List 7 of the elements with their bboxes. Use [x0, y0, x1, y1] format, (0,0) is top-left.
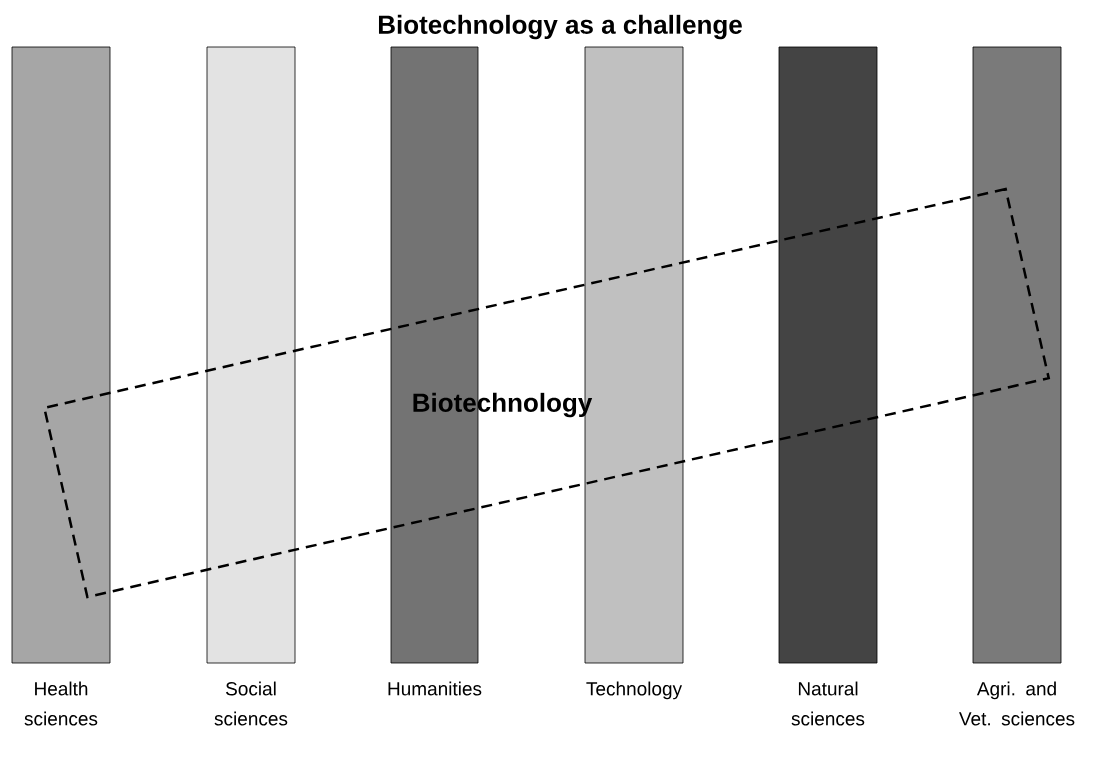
node-label: Health sciences — [24, 681, 98, 726]
node-label: Natural sciences — [791, 681, 865, 726]
node-label: Social sciences — [214, 681, 288, 726]
node-label: Technology — [586, 681, 683, 700]
node-label: Humanities — [388, 681, 482, 696]
node-label: Agri. and Vet. sciences — [959, 681, 1075, 726]
title: Biotechnology as a challenge — [379, 14, 742, 40]
